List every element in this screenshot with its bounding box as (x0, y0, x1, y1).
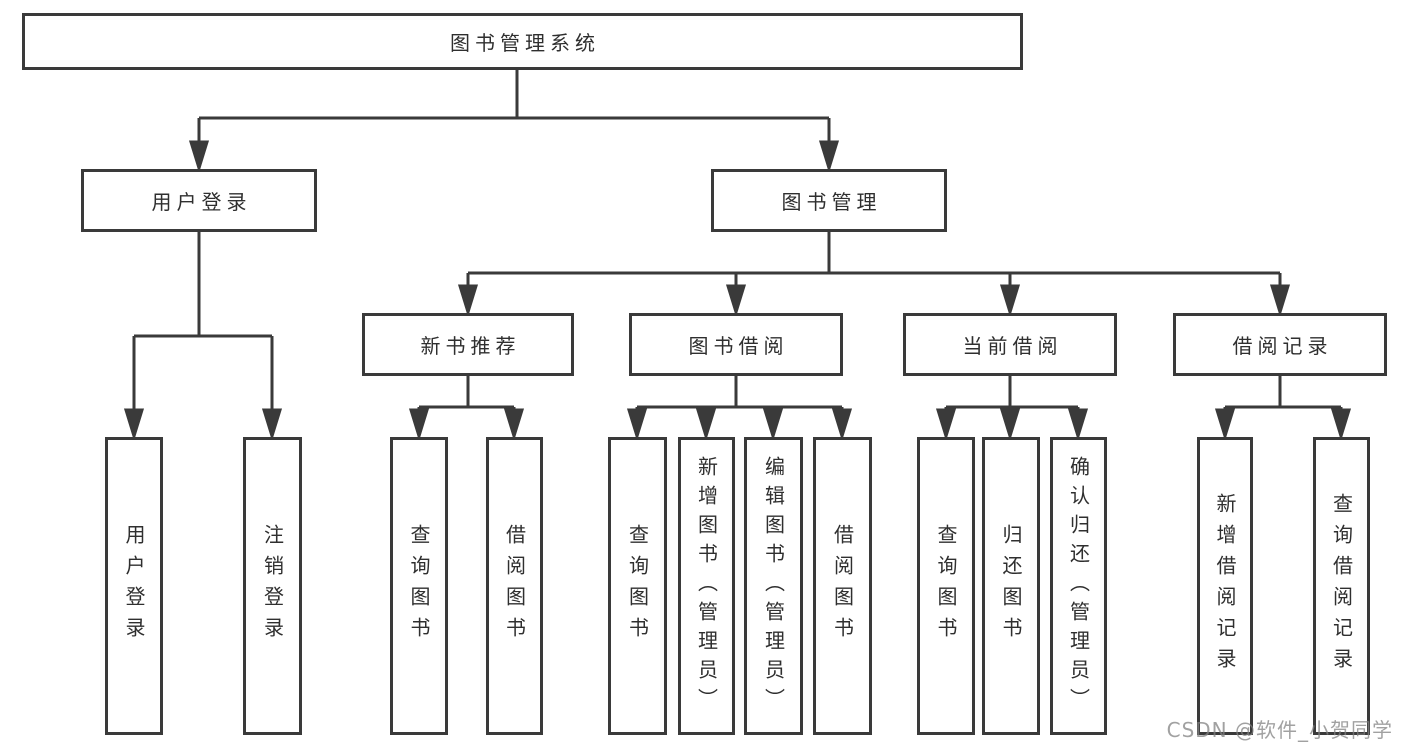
connector-user-login-to-leaves (123, 232, 283, 442)
leaf-current-query-books: 查询图书 (917, 437, 975, 735)
node-new-book-recommend: 新书推荐 (362, 313, 574, 376)
connector-root-to-level2 (188, 70, 840, 174)
connector-book-borrowing-to-leaves (626, 376, 853, 442)
node-borrowing-records: 借阅记录 (1173, 313, 1387, 376)
leaf-recommend-borrow-books: 借阅图书 (486, 437, 543, 735)
node-root-system: 图书管理系统 (22, 13, 1023, 70)
leaf-recommend-query-books: 查询图书 (390, 437, 448, 735)
node-book-management: 图书管理 (711, 169, 947, 232)
node-current-borrowing: 当前借阅 (903, 313, 1117, 376)
leaf-borrowing-edit-books-admin: 编辑图书（管理员） (744, 437, 803, 735)
node-book-borrowing: 图书借阅 (629, 313, 843, 376)
connector-book-management-to-level3 (457, 232, 1291, 318)
node-user-login: 用户登录 (81, 169, 317, 232)
connector-borrowing-records-to-leaves (1214, 376, 1352, 442)
leaf-user-login: 用户登录 (105, 437, 163, 735)
csdn-watermark: CSDN @软件_小贺同学 (1166, 718, 1393, 742)
connector-current-borrowing-to-leaves (935, 376, 1089, 442)
leaf-records-query-record: 查询借阅记录 (1313, 437, 1370, 735)
leaf-records-add-record: 新增借阅记录 (1197, 437, 1253, 735)
leaf-borrowing-borrow-books: 借阅图书 (813, 437, 872, 735)
leaf-current-confirm-return-admin: 确认归还（管理员） (1050, 437, 1107, 735)
leaf-borrowing-query-books: 查询图书 (608, 437, 667, 735)
leaf-current-return-books: 归还图书 (982, 437, 1040, 735)
connector-new-book-recommend-to-leaves (408, 376, 525, 442)
leaf-borrowing-add-books-admin: 新增图书（管理员） (678, 437, 735, 735)
leaf-logout: 注销登录 (243, 437, 302, 735)
